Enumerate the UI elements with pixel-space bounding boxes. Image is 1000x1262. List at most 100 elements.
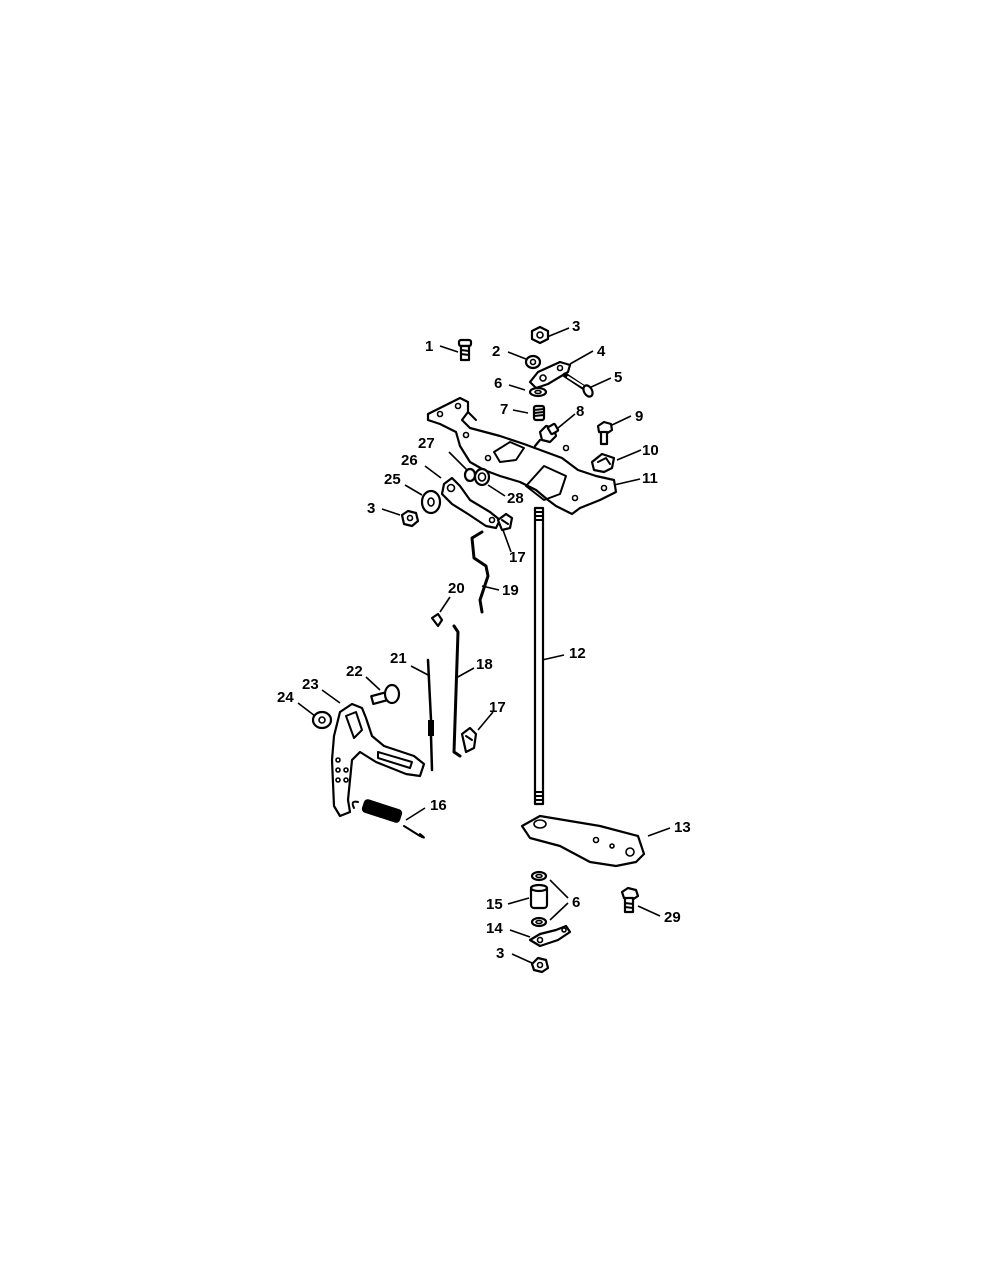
part-plate-13 xyxy=(520,814,646,868)
callout-1: 1 xyxy=(425,338,433,355)
leader-24 xyxy=(297,702,316,717)
leader-12 xyxy=(541,654,565,661)
part-screw-1 xyxy=(457,338,473,362)
part-ferrule-20 xyxy=(430,612,444,628)
part-bushing-15 xyxy=(529,883,549,910)
callout-10: 10 xyxy=(642,442,659,459)
callout-12: 12 xyxy=(569,645,586,662)
callout-23: 23 xyxy=(302,676,319,693)
callout-26: 26 xyxy=(401,452,418,469)
part-spring-7 xyxy=(532,404,546,422)
leader-4 xyxy=(569,350,594,365)
part-locknut-2 xyxy=(524,354,542,370)
part-lever-plate-23 xyxy=(330,702,426,818)
part-wire-19 xyxy=(470,530,490,614)
part-nut-3-top xyxy=(530,325,550,345)
leader-9 xyxy=(611,415,632,426)
part-nut-3-middle xyxy=(400,509,420,528)
callout-16: 16 xyxy=(430,797,447,814)
part-nut-24 xyxy=(311,710,333,730)
callout-6b: 6 xyxy=(572,894,580,911)
part-washer-25 xyxy=(420,489,442,515)
callout-3a: 3 xyxy=(572,318,580,335)
callout-17a: 17 xyxy=(509,549,526,566)
callout-22: 22 xyxy=(346,663,363,680)
leader-21 xyxy=(410,665,431,677)
leader-28 xyxy=(487,484,506,497)
callout-17b: 17 xyxy=(489,699,506,716)
callout-21: 21 xyxy=(390,650,407,667)
callout-27: 27 xyxy=(418,435,435,452)
callout-8: 8 xyxy=(576,403,584,420)
leader-29 xyxy=(637,905,661,917)
callout-14: 14 xyxy=(486,920,503,937)
callout-18: 18 xyxy=(476,656,493,673)
part-spring-rod-21 xyxy=(426,658,434,772)
part-bushing-27 xyxy=(463,467,477,483)
leader-1 xyxy=(439,345,459,353)
callout-28: 28 xyxy=(507,490,524,507)
leader-3b xyxy=(381,508,401,516)
leader-lines xyxy=(297,327,671,964)
leader-20 xyxy=(439,596,451,613)
leader-3a xyxy=(546,327,570,338)
part-lever-26 xyxy=(440,476,502,530)
callout-11: 11 xyxy=(642,470,658,487)
part-clip-17-upper xyxy=(496,512,514,532)
leader-17a xyxy=(502,529,512,553)
callout-3c: 3 xyxy=(496,945,504,962)
callout-4: 4 xyxy=(597,343,606,360)
callout-7: 7 xyxy=(500,401,508,418)
callout-6a: 6 xyxy=(494,375,502,392)
parts xyxy=(311,325,646,974)
leader-8 xyxy=(557,413,576,429)
callout-3b: 3 xyxy=(367,500,375,517)
leader-25 xyxy=(404,484,423,496)
leader-15 xyxy=(507,897,530,905)
callout-20: 20 xyxy=(448,580,465,597)
callout-19: 19 xyxy=(502,582,519,599)
leader-6b-bottom xyxy=(549,902,569,921)
part-bolt-29 xyxy=(620,886,640,914)
part-bolt-22 xyxy=(370,683,401,706)
leader-10 xyxy=(616,449,642,461)
part-main-bracket-11 xyxy=(426,396,618,516)
part-washer-6-top xyxy=(528,386,548,398)
part-clip-17-lower xyxy=(460,726,478,754)
callout-13: 13 xyxy=(674,819,691,836)
part-rod-12 xyxy=(533,506,545,806)
leader-3c xyxy=(511,953,533,964)
callout-9: 9 xyxy=(635,408,643,425)
part-arm-14 xyxy=(528,924,572,948)
leader-22 xyxy=(365,676,381,691)
leader-11 xyxy=(613,478,641,486)
leader-23 xyxy=(321,689,341,704)
part-washer-6-lower-top xyxy=(530,870,548,882)
callout-29: 29 xyxy=(664,909,681,926)
callout-5: 5 xyxy=(614,369,622,386)
leader-7 xyxy=(512,409,529,414)
leader-6a xyxy=(508,384,526,391)
callout-labels: 1 2 3 4 5 6 7 8 9 10 11 27 26 25 28 3 17… xyxy=(277,318,691,962)
part-bolt-5 xyxy=(562,372,594,398)
leader-18 xyxy=(455,667,475,679)
callout-15: 15 xyxy=(486,896,503,913)
callout-2: 2 xyxy=(492,343,500,360)
callout-25: 25 xyxy=(384,471,401,488)
leader-13 xyxy=(647,827,671,837)
part-spring-16 xyxy=(351,799,425,839)
leader-16 xyxy=(405,807,426,821)
part-nut-3-bottom xyxy=(530,956,550,974)
part-washer-6-lower-bottom xyxy=(530,916,548,928)
part-rod-18 xyxy=(452,624,462,758)
leader-26 xyxy=(424,465,442,479)
part-bolt-8 xyxy=(533,422,560,448)
leader-2 xyxy=(507,351,527,360)
leader-6b-top xyxy=(549,879,569,899)
part-clip-10 xyxy=(590,452,616,474)
part-screw-9 xyxy=(596,420,614,446)
leader-14 xyxy=(509,929,531,938)
callout-24: 24 xyxy=(277,689,294,706)
leader-17b xyxy=(477,711,494,731)
